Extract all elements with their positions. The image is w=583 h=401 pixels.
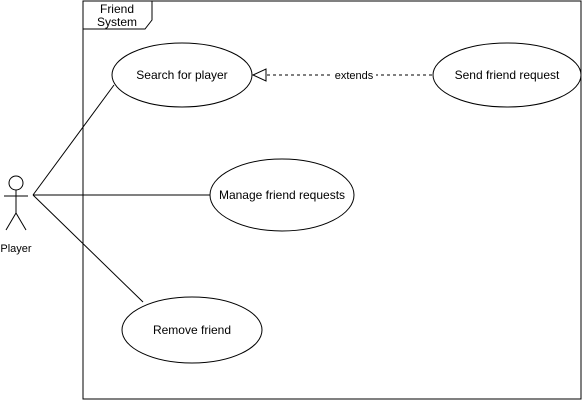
association-search bbox=[32, 84, 115, 196]
system-title-line-1: Friend bbox=[100, 2, 134, 16]
associations bbox=[32, 84, 210, 303]
use-case-search-ellipse bbox=[111, 42, 253, 108]
use-case-remove-label: Remove friend bbox=[153, 323, 231, 337]
use-case-manage[interactable]: Manage friend requests bbox=[209, 158, 355, 232]
use-case-manage-ellipse bbox=[209, 158, 355, 232]
actor-left-leg bbox=[5, 212, 17, 231]
extends-label: extends bbox=[335, 70, 374, 82]
actor-label: Player bbox=[0, 243, 32, 255]
actor-head bbox=[8, 175, 24, 191]
extends-arrowhead bbox=[251, 68, 267, 82]
system-boundary: Friend System bbox=[82, 0, 582, 400]
use-case-search[interactable]: Search for player bbox=[111, 42, 253, 108]
extends-relation: extends bbox=[251, 68, 432, 82]
extends-label-background bbox=[332, 68, 376, 82]
use-case-manage-label: Manage friend requests bbox=[219, 188, 345, 202]
actor-player[interactable]: Player bbox=[0, 175, 32, 255]
use-case-send[interactable]: Send friend request bbox=[432, 42, 582, 108]
association-remove bbox=[32, 194, 144, 303]
use-case-send-ellipse bbox=[432, 42, 582, 108]
use-case-send-label: Send friend request bbox=[455, 68, 560, 82]
use-case-remove-ellipse bbox=[121, 296, 263, 364]
actor-right-leg bbox=[15, 212, 27, 231]
system-title-line-2: System bbox=[97, 15, 137, 29]
use-case-search-label: Search for player bbox=[136, 68, 227, 82]
system-title-tab bbox=[82, 0, 153, 30]
use-case-remove[interactable]: Remove friend bbox=[121, 296, 263, 364]
stick-figure-icon bbox=[4, 175, 28, 231]
system-boundary-frame bbox=[82, 0, 582, 400]
